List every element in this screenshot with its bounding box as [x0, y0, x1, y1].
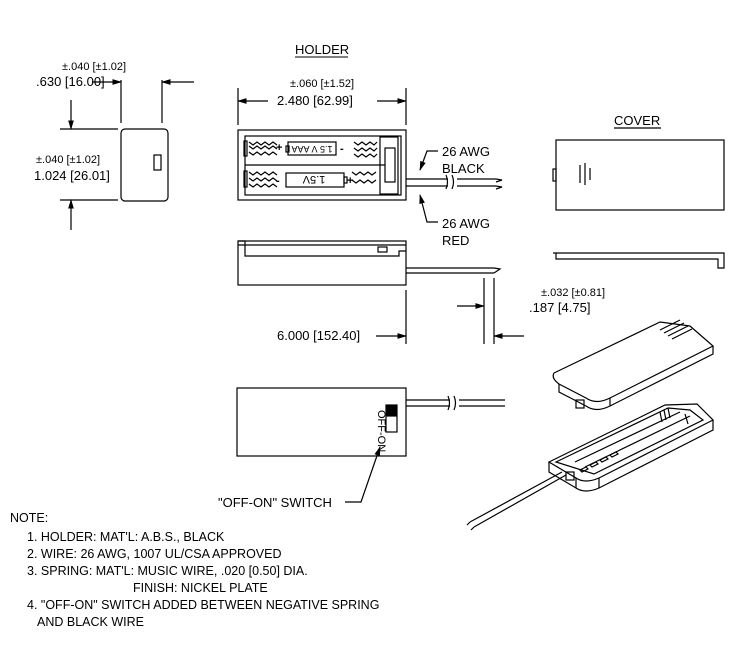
iso-cover-grip	[659, 319, 693, 340]
width-tol-label: ±.060 [±1.52]	[290, 78, 354, 90]
iso-wire-2	[473, 474, 567, 528]
holder-bottom-view	[236, 387, 505, 503]
leader-red	[419, 194, 438, 223]
battery-bottom-minus: -	[276, 175, 280, 187]
holder-side-view	[237, 240, 524, 344]
black-wire-label-2: BLACK	[442, 161, 485, 176]
holder-top-view	[237, 88, 503, 223]
leader-switch	[345, 446, 381, 503]
iso-cover-side	[558, 346, 714, 411]
note-3: 3. SPRING: MAT'L: MUSIC WIRE, .020 [0.50…	[27, 564, 308, 578]
holder-side-switch	[377, 246, 388, 253]
iso-springs	[659, 407, 689, 425]
battery-top	[287, 141, 337, 156]
spring-top-right	[353, 141, 378, 158]
wire-tip	[493, 267, 502, 274]
wire-tip	[495, 185, 503, 190]
switch-slot	[384, 147, 396, 183]
iso-holder-inner	[554, 407, 705, 475]
holder-bottom-outline	[236, 387, 407, 457]
side-tol-label: ±.040 [±1.02]	[62, 61, 126, 73]
thick-tol-label: ±.032 [±0.81]	[541, 287, 605, 299]
width-dim-label: 2.480 [62.99]	[277, 93, 353, 108]
spring-bottom-left	[248, 171, 278, 188]
holder-side-outline	[237, 240, 407, 286]
notes-title: NOTE:	[10, 511, 49, 525]
holder-outline	[237, 129, 407, 201]
wire-break	[445, 174, 455, 190]
height-tol-label: ±.040 [±1.02]	[36, 154, 100, 166]
battery-top-nub	[285, 145, 290, 153]
battery-bottom-nub	[343, 176, 348, 184]
spring-top-left	[248, 141, 278, 156]
battery-top-plus: +	[276, 142, 282, 154]
lead-dim-label: 6.000 [152.40]	[277, 328, 360, 343]
contact-clip	[243, 140, 248, 157]
iso-contacts	[578, 451, 620, 473]
cover-top-view	[552, 127, 725, 211]
note-4: 4. "OFF-ON" SWITCH ADDED BETWEEN NEGATIV…	[27, 598, 380, 612]
note-3-continued: FINISH: NICKEL PLATE	[133, 581, 268, 595]
note-1: 1. HOLDER: MAT'L: A.B.S., BLACK	[27, 530, 225, 544]
side-view-outline	[120, 128, 169, 202]
iso-switch	[565, 471, 575, 481]
iso-cover-top	[552, 321, 715, 403]
note-2: 2. WIRE: 26 AWG, 1007 UL/CSA APPROVED	[27, 547, 282, 561]
side-view-switch	[153, 154, 162, 171]
cover-title: COVER	[614, 113, 660, 128]
cover-tab	[552, 168, 557, 182]
battery-top-minus: -	[340, 143, 344, 155]
isometric-view	[466, 319, 715, 531]
spring-bottom-right	[351, 171, 377, 184]
iso-holder-front	[548, 462, 577, 490]
battery-bottom-text: 1.5V	[302, 173, 325, 185]
height-dim-label: 1.024 [26.01]	[34, 168, 110, 183]
switch-compartment	[379, 136, 399, 195]
switch-label: "OFF-ON" SWITCH	[218, 495, 332, 510]
switch-bottom	[385, 404, 398, 433]
cover-outline	[555, 139, 725, 211]
leader-black	[419, 150, 438, 171]
iso-wire-1	[469, 471, 563, 523]
note-4-continued: AND BLACK WIRE	[37, 615, 144, 629]
side-dim-label: .630 [16.00]	[36, 74, 105, 89]
contact-clip	[243, 170, 248, 188]
iso-wire-tip	[466, 521, 475, 531]
spring-top-left-mid	[248, 145, 278, 150]
battery-bottom-plus: +	[347, 175, 353, 187]
switch-knob	[386, 405, 397, 417]
side-view	[60, 79, 194, 230]
switch-off-on-text: OFF-ON	[375, 410, 387, 452]
iso-holder-top	[547, 403, 715, 482]
red-wire-label-1: 26 AWG	[442, 216, 490, 231]
iso-cover-tab	[575, 399, 585, 409]
cover-side-view	[553, 252, 725, 269]
wire-break	[447, 395, 457, 411]
notes-block: NOTE: 1. HOLDER: MAT'L: A.B.S., BLACK 2.…	[10, 510, 379, 631]
thick-dim-label: .187 [4.75]	[529, 300, 590, 315]
red-wire-label-2: RED	[442, 233, 469, 248]
wire-tip	[495, 178, 503, 183]
cover-side-outline	[553, 252, 725, 269]
holder-side-profile	[238, 240, 406, 257]
holder-title: HOLDER	[295, 42, 349, 57]
battery-top-text: 1.5 V AAA	[291, 144, 332, 154]
iso-holder-rails	[574, 411, 691, 468]
black-wire-label-1: 26 AWG	[442, 144, 490, 159]
